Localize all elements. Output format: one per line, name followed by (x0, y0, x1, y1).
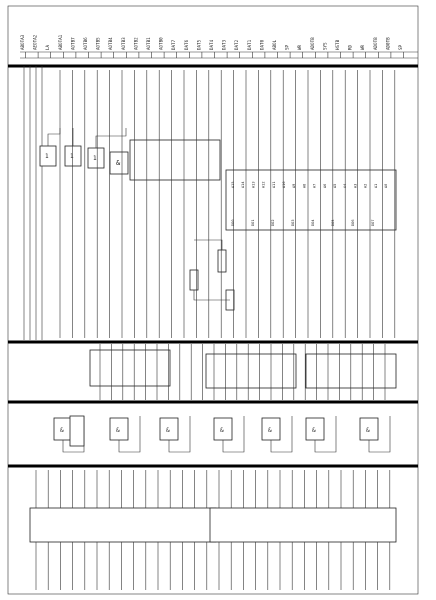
header-signal-label: RD (348, 44, 353, 50)
header-signal-label: AOTB6 (83, 37, 88, 50)
not-gate-3-label: 1 (93, 155, 97, 162)
address-register-chip (129, 139, 221, 181)
resistor-2 (189, 269, 199, 291)
logic-gate-label: & (268, 427, 272, 434)
section2-chip-1 (89, 349, 171, 387)
header-signal-label: DAT3 (222, 39, 227, 50)
section1-gates: 1 1 1 & (39, 128, 129, 175)
section2-chip-2 (205, 353, 297, 389)
chip-pin-label: A1 (374, 184, 378, 188)
header-signal-label: DAT1 (247, 39, 252, 50)
section2-chips (89, 344, 397, 400)
header-signal-label: ABOTA1 (58, 34, 63, 50)
gate-wire (222, 416, 245, 453)
chip-pin-label: A15 (231, 182, 235, 189)
section4-chips (29, 470, 397, 590)
header-signal-label: ADOTB (310, 37, 315, 50)
header-signal-label: DAT4 (209, 39, 214, 50)
header-signal-label: AD0TB (385, 37, 390, 50)
chip-pin-label: A0 (384, 184, 388, 188)
chip-pin-label: A8 (302, 184, 306, 188)
section4-chip-1 (29, 507, 217, 543)
header-signal-label: ABOL (272, 39, 277, 50)
section4-chip-2 (209, 507, 397, 543)
chip-pin-label: A14 (241, 182, 245, 189)
header-signal-label: DAT5 (196, 39, 201, 50)
header-signal-label: WR (360, 44, 365, 50)
chip-pin-label: A12 (262, 182, 266, 189)
not-gate-2-label: 1 (70, 153, 74, 160)
chip-pin-label: DO7 (371, 220, 375, 227)
header-signal-label: DAT7 (171, 39, 176, 50)
chip-pin-label: A11 (272, 182, 276, 189)
header-signal-label: WR (297, 44, 302, 50)
left-bus-lines (23, 66, 43, 340)
header-signal-label: AOTB5 (96, 37, 101, 50)
not-gate-1-label: 1 (45, 153, 49, 160)
header-signal-label: SP (285, 44, 290, 50)
logic-gate-label: & (366, 427, 370, 434)
gate-wire (168, 416, 191, 453)
logic-gate-label: & (220, 427, 224, 434)
header-signal-label: AOTB4 (108, 37, 113, 50)
memory-chip-body (225, 169, 397, 231)
header-signal-label: AOTB7 (70, 37, 75, 50)
and-gate-1 (109, 151, 129, 175)
header-signal-label: HSTB (335, 39, 340, 50)
header-signal-label: LA (45, 44, 50, 50)
chip-pin-label: A13 (251, 182, 255, 189)
chip-pin-label: A5 (333, 184, 337, 188)
logic-gate-label: & (166, 427, 170, 434)
chip-pin-label: DO0 (231, 220, 235, 227)
header-signal-label: DAT0 (259, 39, 264, 50)
logic-gate-label: & (312, 427, 316, 434)
chip-pin-label: DO6 (351, 220, 355, 227)
chip-pin-label: DO2 (271, 220, 275, 227)
chip-pin-label: A7 (313, 184, 317, 188)
resistor-1 (217, 249, 227, 273)
chip-pin-label: DO4 (311, 220, 315, 227)
vertical-signal-lines (59, 70, 396, 338)
chip-pin-label: A3 (353, 184, 357, 188)
header-signal-label: AOTB3 (121, 37, 126, 50)
header-signal-label: SYS (322, 42, 327, 50)
header-signal-label: AOTB2 (133, 37, 138, 50)
gate-wire (270, 416, 293, 453)
chip-pin-label: DO1 (251, 220, 255, 227)
header-signal-label: SP (398, 44, 403, 50)
logic-gate-label: & (116, 427, 120, 434)
chip-pin-label: A9 (292, 184, 296, 188)
and-gate-1-label: & (116, 159, 121, 167)
header-signal-label: DAT6 (184, 39, 189, 50)
header-signal-label: AEOTA2 (33, 34, 38, 50)
chip-pin-label: DO3 (291, 220, 295, 227)
section3-chip (69, 415, 85, 447)
chip-pin-label: A6 (323, 184, 327, 188)
section3-gates: &&&&&&& (53, 415, 391, 453)
header-signal-label: DAT2 (234, 39, 239, 50)
gate-wire (314, 416, 337, 453)
gate-wire (118, 416, 141, 453)
gate-wire (368, 416, 391, 453)
header-signal-label: ADOTB (373, 37, 378, 50)
chip-pin-label: A2 (364, 184, 368, 188)
chip-pin-label: A10 (282, 182, 286, 189)
header-signal-label: AOTB1 (146, 37, 151, 50)
header-signal-label: AOTB0 (159, 37, 164, 50)
logic-gate-label: & (60, 427, 64, 434)
header-signal-label: ABOTA3 (20, 34, 25, 50)
section1-resistors (189, 239, 235, 311)
page-frame (7, 5, 419, 595)
